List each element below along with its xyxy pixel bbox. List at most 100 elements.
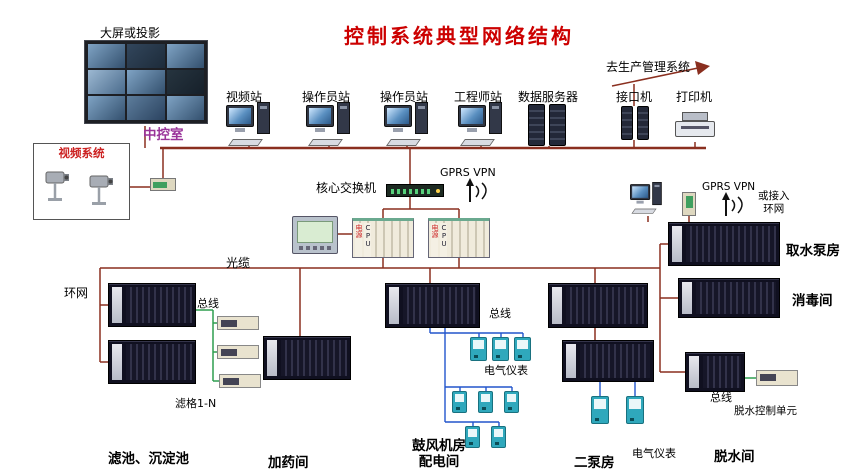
cpu-module-label: CPU <box>364 223 372 257</box>
wall-panel <box>166 96 204 120</box>
wall-panel <box>88 70 126 94</box>
wall-panel <box>88 96 126 120</box>
pc-stand <box>636 200 644 204</box>
wall-panel <box>166 44 204 68</box>
pc-stand <box>393 128 403 132</box>
or-ring-label: 或接入 环网 <box>758 190 790 215</box>
dewater-control-unit-box <box>756 370 798 386</box>
pc-keyboard <box>386 139 421 146</box>
operator-station-computer <box>306 102 352 148</box>
pc-monitor <box>384 105 412 127</box>
video-wall <box>84 40 208 124</box>
server-tower <box>549 104 566 146</box>
gprs-antenna-icon <box>722 192 743 216</box>
electric-meter <box>514 337 531 361</box>
pc-tower <box>489 102 502 134</box>
pc-tower <box>652 182 662 206</box>
pc-monitor <box>458 105 486 127</box>
interface-tower <box>637 106 649 140</box>
station-label-intake: 取水泵房 <box>786 243 840 259</box>
plc-rack-disinfect <box>678 278 780 318</box>
electric-meter <box>504 391 519 413</box>
pc-screen <box>461 108 483 124</box>
station-label-disinfect: 消毒间 <box>792 293 833 309</box>
pc-keyboard <box>460 139 495 146</box>
interface-machine-label: 接口机 <box>616 90 653 104</box>
intake-remote-computer <box>630 182 663 215</box>
pc-monitor <box>306 105 334 127</box>
plc-rack-filter-1 <box>108 283 196 327</box>
server-tower <box>528 104 545 146</box>
printer-icon <box>675 112 715 142</box>
media-converter <box>150 178 176 191</box>
gprs-vpn-label-right: GPRS VPN <box>702 181 756 193</box>
big-screen-label: 大屏或投影 <box>100 26 161 40</box>
pc-keyboard <box>631 208 657 214</box>
wall-panel <box>127 44 165 68</box>
video-system-box: 视频系统 <box>33 143 130 220</box>
pc-screen <box>229 108 251 124</box>
interface-tower <box>621 106 633 140</box>
wall-panel <box>88 44 126 68</box>
pc-screen <box>387 108 409 124</box>
pc-stand <box>315 128 325 132</box>
station-label-pump2: 二泵房 <box>574 455 615 469</box>
pc-keyboard <box>308 139 343 146</box>
video-station-label: 视频站 <box>226 90 263 104</box>
camera-icon <box>45 171 69 201</box>
plc-rack-pump2-2 <box>562 340 654 382</box>
station-label-dosing: 加药间 <box>268 455 309 469</box>
electric-meter <box>492 337 509 361</box>
plc-rack-dosing <box>263 336 351 380</box>
printer-body <box>675 121 715 137</box>
electric-meter <box>478 391 493 413</box>
diagram-title: 控制系统典型网络结构 <box>344 24 574 48</box>
station-label-dewater: 脱水间 <box>714 449 755 465</box>
pc-screen <box>309 108 331 124</box>
bus-label-dewater: 总线 <box>710 391 732 404</box>
meters-label-blower: 电气仪表 <box>484 364 528 377</box>
plc-rack-blower <box>385 283 480 328</box>
dewater-unit-label: 脱水控制单元 <box>734 405 797 417</box>
wall-panel <box>166 70 204 94</box>
operator-station-label: 操作员站 <box>380 90 429 104</box>
plc-rack-dewater <box>685 352 745 392</box>
engineer-station-label: 工程师站 <box>454 90 503 104</box>
pc-stand <box>235 128 245 132</box>
controller-rack-a: 电源 CPU <box>352 218 414 258</box>
gprs-vpn-label-center: GPRS VPN <box>440 166 496 179</box>
core-switch <box>386 184 444 197</box>
printer-label: 打印机 <box>676 90 713 104</box>
rtu-box <box>219 374 261 388</box>
pc-monitor <box>226 105 254 127</box>
electric-meter <box>452 391 467 413</box>
operator-station-computer <box>384 102 430 148</box>
printer-top <box>682 112 708 121</box>
electric-meter <box>626 396 644 424</box>
station-label-blower: 鼓风机房 配电间 <box>412 438 466 469</box>
bus-label-blower: 总线 <box>489 307 511 320</box>
interface-machine-towers <box>621 106 649 140</box>
pc-screen <box>632 186 648 198</box>
electric-meter <box>465 426 480 448</box>
meters-label-pump2: 电气仪表 <box>632 447 676 460</box>
hmi-screen <box>297 221 333 243</box>
bus-label-filter: 总线 <box>197 297 219 310</box>
video-station-computer <box>226 102 272 148</box>
data-server-label: 数据服务器 <box>518 90 579 104</box>
pc-tower <box>337 102 350 134</box>
to-production-mgmt-label: 去生产管理系统 <box>606 60 691 74</box>
engineer-station-computer <box>458 102 504 148</box>
control-room-label: 中控室 <box>143 127 184 143</box>
station-label-filter: 滤池、沉淀池 <box>108 451 189 467</box>
filter-grid-label: 滤格1-N <box>175 397 217 410</box>
pc-monitor <box>630 184 651 200</box>
pc-tower <box>415 102 428 134</box>
electric-meter <box>470 337 487 361</box>
cpu-module-label: CPU <box>440 223 448 257</box>
core-switch-label: 核心交换机 <box>316 181 377 195</box>
printer-paper-slot <box>681 126 709 129</box>
plc-rack-intake <box>668 222 780 266</box>
